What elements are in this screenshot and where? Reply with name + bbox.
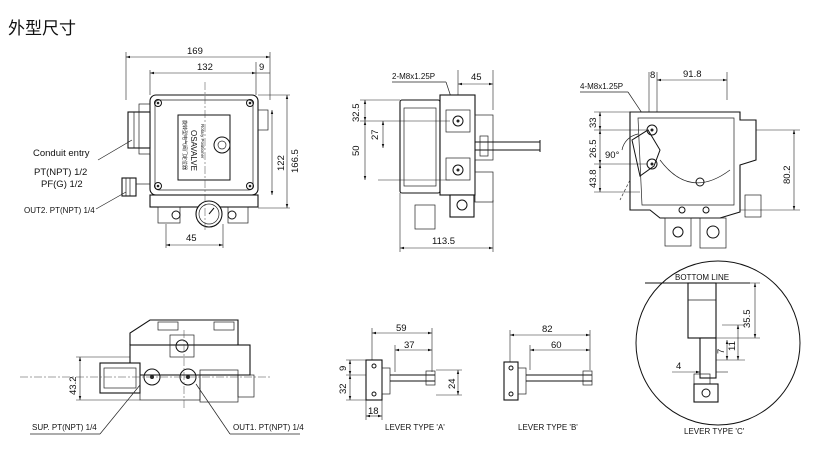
lever-b: 82 60 LEVER TYPE 'B' [503,324,593,432]
adjust-dial [213,136,231,154]
lever-c-detail-circle [635,260,801,426]
side-callout: 2-M8x1.25P [392,72,435,81]
lever-c-shaft [687,282,717,339]
rear-dim-91-8: 91.8 [683,69,702,80]
lever-b-caption: LEVER TYPE 'B' [518,423,578,432]
pt-npt-label: PT(NPT) 1/2 [34,167,87,178]
rear-view: 4-M8x1.25P 8 91.8 [580,69,800,249]
side-housing [399,99,441,194]
rear-angle: 90° [605,150,620,161]
out2-label: OUT2. PT(NPT) 1/4 [24,206,95,215]
side-dim-27: 27 [370,129,381,140]
bottom-dim-43-2: 43.2 [68,377,79,396]
lever-b-dim-82: 82 [542,324,553,335]
rear-dim-43-8: 43.8 [588,170,599,189]
dim-9: 9 [259,62,264,73]
nameplate-en: Rotary Positioner [200,124,205,159]
side-dim-45: 45 [471,72,482,83]
rear-dim-80-2: 80.2 [782,166,793,185]
side-dim-113-5: 113.5 [432,236,455,247]
lever-c-bottom-line: BOTTOM LINE [675,273,729,282]
side-dim-32-5: 32.5 [351,104,362,123]
corner-screws [154,99,254,190]
page-title: 外型尺寸 [8,19,76,39]
dim-45: 45 [186,233,197,244]
rear-dim-26-5: 26.5 [588,140,599,159]
rear-lever [631,129,661,177]
dim-166-5: 166.5 [290,149,301,173]
rear-housing [629,111,757,219]
rear-dim-33: 33 [588,117,599,128]
lever-b-dim-60: 60 [551,340,562,351]
lever-a-dim-59: 59 [396,323,407,334]
sup-label: SUP. PT(NPT) 1/4 [32,423,97,432]
lever-a-dim-37: 37 [404,340,415,351]
nameplate-cn: 旋转型电气阀门定位器 [181,120,188,170]
lever-a-dim-18: 18 [368,406,379,417]
side-view: 2-M8x1.25P 45 [351,70,541,252]
fitting-left [171,210,181,220]
out2-port [121,177,137,197]
conduit-entry-label: Conduit entry [33,148,90,159]
rear-dim-8: 8 [650,70,655,81]
pf-g-label: PF(G) 1/2 [41,179,83,190]
side-dim-50: 50 [351,145,362,156]
lever-c: BOTTOM LINE 35.5 11 7 4 LEVER TYPE 'C' [635,260,801,436]
lever-c-dim-7: 7 [716,349,727,354]
sup-port-block [99,362,141,394]
lever-c-dim-11: 11 [727,341,738,351]
lever-c-caption: LEVER TYPE 'C' [684,427,745,436]
dim-132: 132 [197,62,213,73]
dim-169: 169 [187,46,203,57]
bottom-view: 43.2 SUP. PT(NPT) 1/4 OUT1. PT(NPT) 1/4 [20,319,304,435]
out1-label: OUT1. PT(NPT) 1/4 [233,423,304,432]
lever-a-caption: LEVER TYPE 'A' [385,423,445,432]
brand-label: OSAVALVE [189,130,198,171]
lever-c-dim-4: 4 [676,361,681,372]
fitting-right [227,210,237,220]
lever-b-plate [503,361,519,401]
lever-a-plate [365,359,383,401]
rear-callout: 4-M8x1.25P [580,82,623,91]
dim-122: 122 [276,155,287,171]
lever-a-dim-32: 32 [338,383,349,394]
lever-a-dim-9: 9 [338,366,349,371]
lever-a-dim-24: 24 [447,378,458,389]
lever-a: 59 37 9 32 24 [338,323,462,432]
lever-c-dim-35-5: 35.5 [742,310,753,329]
front-view: 169 132 9 OSAVALVE 旋转型电气阀门定位器 Rotary Pos… [24,46,301,248]
